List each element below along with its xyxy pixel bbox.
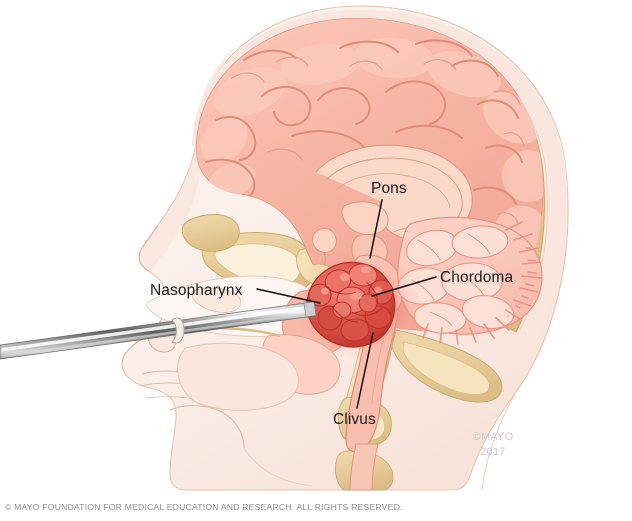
leader-line-chordoma [371, 276, 437, 297]
jaw-line [243, 447, 313, 487]
optic-chiasm [311, 227, 337, 253]
tongue [177, 342, 299, 411]
copyright-bar: © MAYO FOUNDATION FOR MEDICAL EDUCATION … [0, 492, 632, 521]
forehead-shading [142, 46, 236, 272]
secondary-sulci [231, 56, 525, 225]
watermark-line-2: 2017 [480, 446, 505, 458]
tumor-creases [324, 281, 383, 323]
tumor-mass [306, 261, 396, 348]
leader-line-clivus [356, 332, 374, 409]
tumor-highlights [321, 266, 382, 301]
leader-line-pons [369, 199, 383, 259]
label-leader-lines [256, 199, 437, 409]
neck-back-line [481, 391, 517, 491]
turbinate-middle [191, 287, 242, 313]
endoscope-highlight [2, 305, 311, 352]
chin-line [169, 405, 245, 449]
arbor-vitae [411, 233, 491, 327]
endoscope-tip [303, 301, 317, 318]
label-chordoma: Chordoma [440, 269, 513, 286]
gyri-highlights [200, 37, 543, 255]
endoscope [0, 301, 317, 360]
cerebellum-fringe [422, 221, 542, 345]
label-nasopharynx: Nasopharynx [150, 282, 243, 299]
label-pons: Pons [371, 180, 407, 197]
label-clivus: Clivus [333, 411, 376, 428]
endoscope-collar [171, 317, 185, 344]
corpus-callosum-body [315, 144, 473, 242]
watermark-line-1: ©MAYO [473, 431, 514, 443]
occipital-base-marrow [402, 341, 490, 395]
anatomy-illustration-canvas: Pons Chordoma Nasopharynx Clivus ©MAYO 2… [0, 5, 569, 491]
mayo-watermark: ©MAYO 2017 [473, 431, 514, 458]
lateral-ventricle-line [335, 173, 451, 209]
label-group: Pons Chordoma Nasopharynx Clivus [150, 180, 513, 428]
copyright-text: © MAYO FOUNDATION FOR MEDICAL EDUCATION … [5, 501, 403, 512]
spinal-cord [349, 443, 379, 491]
nasal-bone [182, 214, 240, 252]
leader-line-nasopharynx [256, 288, 321, 304]
nose-bridge-line [138, 225, 159, 273]
endoscope-secondary-highlight [2, 312, 312, 358]
